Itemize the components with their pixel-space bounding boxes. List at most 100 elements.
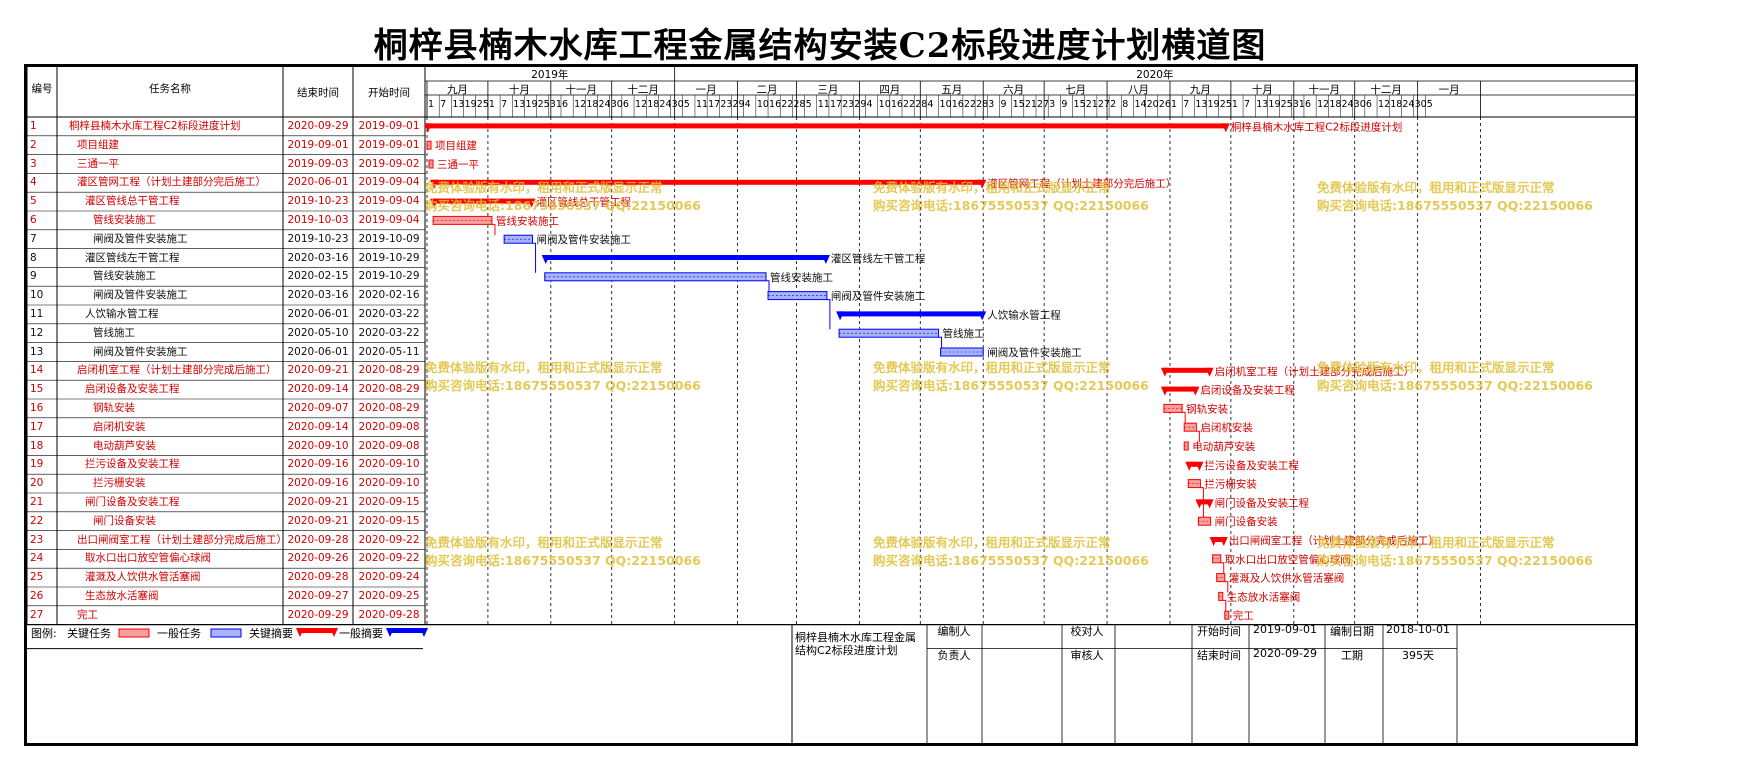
day-label: 11	[695, 99, 709, 110]
task-name: 生态放水活塞阀	[85, 590, 159, 602]
summary-end-right	[1205, 499, 1214, 509]
footer-start-value: 2019-09-01	[1253, 623, 1317, 636]
month-label: 十二月	[627, 84, 659, 96]
day-label: 31	[1292, 99, 1305, 110]
task-start: 2020-08-29	[358, 364, 420, 377]
summary-end-left	[1160, 367, 1169, 377]
task-bar-label: 管线安装施工	[496, 214, 559, 227]
day-label: 19	[464, 99, 477, 110]
task-start: 2019-09-01	[358, 138, 420, 151]
summary-bar	[1188, 461, 1201, 467]
dependency-arrow	[491, 223, 496, 236]
task-name: 闸阀及管件安装施工	[93, 289, 188, 302]
summary-end-left	[424, 123, 432, 133]
summary-end-left	[836, 311, 845, 321]
summary-bar	[433, 198, 533, 204]
task-id: 15	[30, 383, 44, 396]
task-bar-label: 启闭设备及安装工程	[1200, 384, 1295, 397]
task-id: 26	[30, 590, 44, 602]
footer-checker-label: 校对人	[1070, 625, 1104, 638]
day-label: 12	[635, 99, 648, 110]
day-label: 4	[866, 99, 873, 110]
day-label: 24	[1341, 99, 1354, 110]
legend-critical-summary-end	[296, 628, 304, 637]
day-label: 22	[903, 99, 916, 110]
dependency-arrow	[1224, 581, 1229, 593]
footer-date-label: 编制日期	[1330, 625, 1374, 638]
day-label: 30	[1353, 99, 1366, 110]
task-id: 3	[30, 157, 37, 170]
summary-end-left	[1160, 386, 1169, 396]
task-end: 2020-09-28	[287, 571, 349, 584]
dependency-arrow	[1200, 487, 1204, 518]
day-label: 13	[513, 99, 526, 110]
task-bar-label: 出口闸阀室工程（计划土建部分完成后施工）	[1229, 534, 1439, 547]
gantt-grid: 桐梓县楠木水库工程C2标段进度计划项目组建三通一平灌区管网工程（计划土建部分完后…	[27, 67, 1635, 743]
dependency-arrow	[1222, 599, 1227, 612]
footer-manager-label: 负责人	[937, 649, 971, 662]
task-bar-label: 闸阀及管件安装施工	[831, 290, 926, 303]
task-bar-label: 电动葫芦安装	[1192, 440, 1255, 453]
task-id: 6	[30, 214, 37, 226]
day-label: 12	[574, 99, 587, 110]
day-label: 10	[939, 99, 952, 110]
task-end: 2020-09-14	[287, 420, 349, 433]
day-label: 1	[1231, 99, 1238, 110]
task-start: 2020-05-11	[358, 345, 420, 358]
summary-end-left	[430, 179, 439, 189]
task-bar-label: 灌区管线总干管工程	[537, 196, 632, 209]
task-bar-label: 拦污栅安装	[1204, 478, 1257, 491]
month-label: 六月	[1003, 84, 1025, 96]
dependency-arrow	[532, 242, 537, 273]
summary-end-right	[821, 255, 830, 264]
day-label: 30	[1414, 99, 1427, 110]
day-label: 5	[1426, 99, 1433, 110]
day-label: 7	[501, 99, 508, 110]
dependency-arrow	[1220, 562, 1225, 574]
day-label: 13	[452, 99, 465, 110]
month-label: 七月	[1065, 84, 1087, 96]
gantt-frame: 桐梓县楠木水库工程C2标段进度计划项目组建三通一平灌区管网工程（计划土建部分完后…	[24, 64, 1638, 746]
task-start: 2020-09-10	[358, 458, 420, 471]
summary-end-right	[1219, 537, 1228, 546]
day-label: 12	[1378, 99, 1391, 110]
day-label: 10	[756, 99, 769, 110]
day-label: 12	[1317, 99, 1330, 110]
summary-end-left	[430, 198, 439, 208]
task-start: 2020-09-25	[358, 590, 420, 602]
task-name: 管线安装施工	[93, 214, 156, 226]
day-label: 21	[1024, 99, 1037, 110]
task-start: 2020-09-08	[358, 439, 420, 452]
task-bar-label: 灌溉及人饮供水管活塞阀	[1229, 572, 1345, 585]
day-label: 19	[1207, 99, 1220, 110]
day-label: 29	[854, 99, 867, 110]
task-end: 2020-06-01	[287, 176, 349, 189]
day-label: 14	[1134, 99, 1147, 110]
month-label: 四月	[879, 84, 901, 96]
task-bar-label: 管线安装施工	[770, 271, 833, 284]
task-name: 出口闸阀室工程（计划土建部分完成后施工）	[77, 533, 287, 546]
task-start: 2020-09-15	[358, 496, 420, 508]
task-name: 闸阀及管件安装施工	[93, 232, 188, 245]
day-label: 30	[610, 99, 623, 110]
month-label: 十月	[1251, 84, 1273, 96]
summary-end-right	[978, 179, 987, 189]
day-label: 13	[1195, 99, 1208, 110]
day-label: 6	[561, 99, 569, 110]
task-name: 三通一平	[77, 157, 119, 170]
task-bar-label: 管线施工	[943, 327, 985, 340]
summary-end-left	[1209, 537, 1218, 546]
month-label: 十一月	[565, 84, 598, 96]
task-start: 2019-09-01	[358, 120, 420, 132]
day-label: 11	[817, 99, 830, 110]
task-id: 22	[30, 514, 44, 527]
task-id: 1	[30, 120, 37, 132]
task-bar-label: 项目组建	[435, 139, 477, 152]
task-end: 2019-10-03	[287, 214, 349, 226]
task-bar-label: 完工	[1233, 609, 1254, 622]
month-label: 三月	[817, 84, 839, 96]
task-id: 25	[30, 571, 44, 584]
task-end: 2020-09-07	[287, 402, 349, 414]
year-label: 2019年	[531, 69, 569, 81]
task-id: 27	[30, 608, 44, 621]
